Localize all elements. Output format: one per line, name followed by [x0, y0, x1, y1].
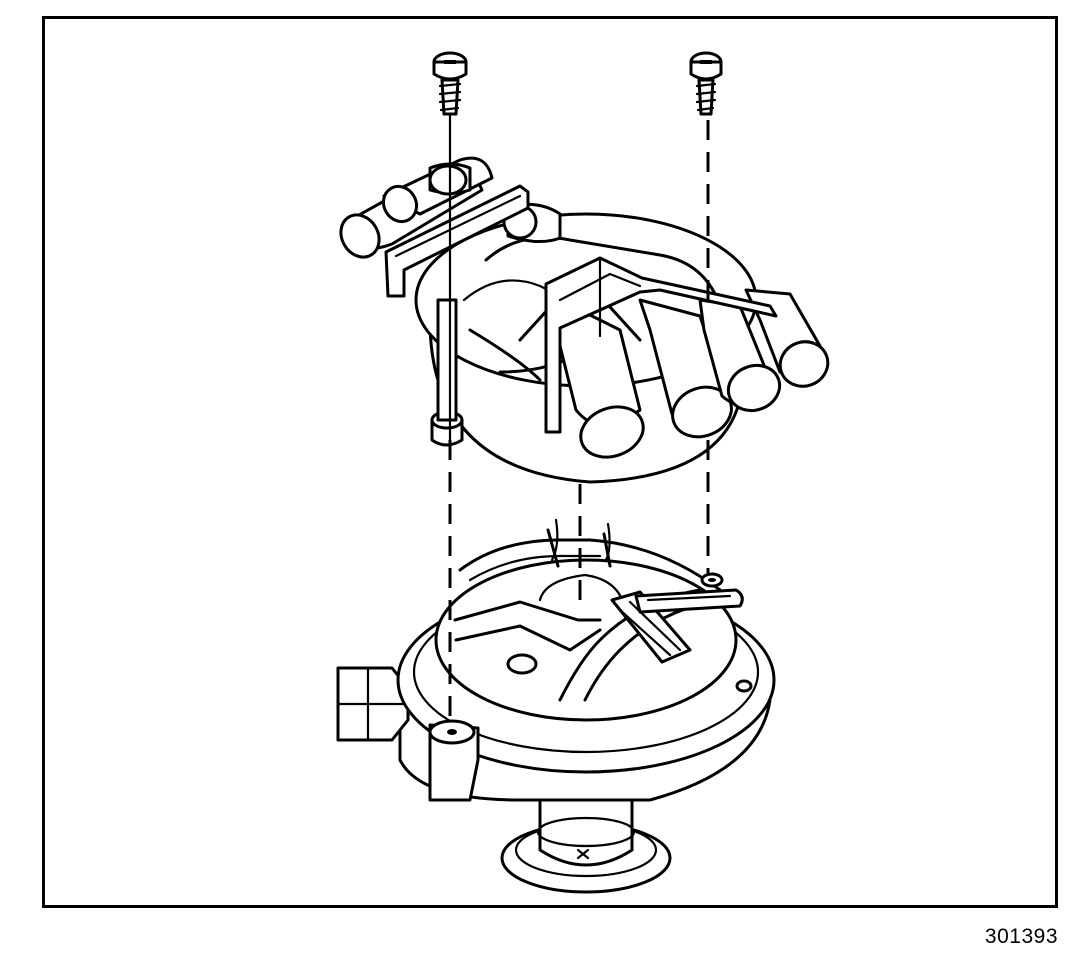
screw-left — [432, 51, 468, 116]
distributor-side-boss — [336, 666, 410, 742]
figure-number: 301393 — [984, 925, 1058, 948]
distributor-shaft-body — [500, 768, 672, 894]
distributor-housing — [336, 518, 776, 894]
rotor-arm — [634, 588, 744, 614]
cap-mounting-ear — [430, 298, 464, 447]
distributor-cap — [339, 156, 830, 484]
center-hole — [506, 653, 538, 675]
rim-hole — [735, 679, 753, 693]
wire-bracket-left — [384, 184, 530, 298]
screw-right — [689, 51, 723, 116]
wire-bracket-right — [544, 256, 778, 434]
housing-mounting-lug — [428, 719, 480, 802]
alignment-leader-lines — [448, 114, 710, 724]
